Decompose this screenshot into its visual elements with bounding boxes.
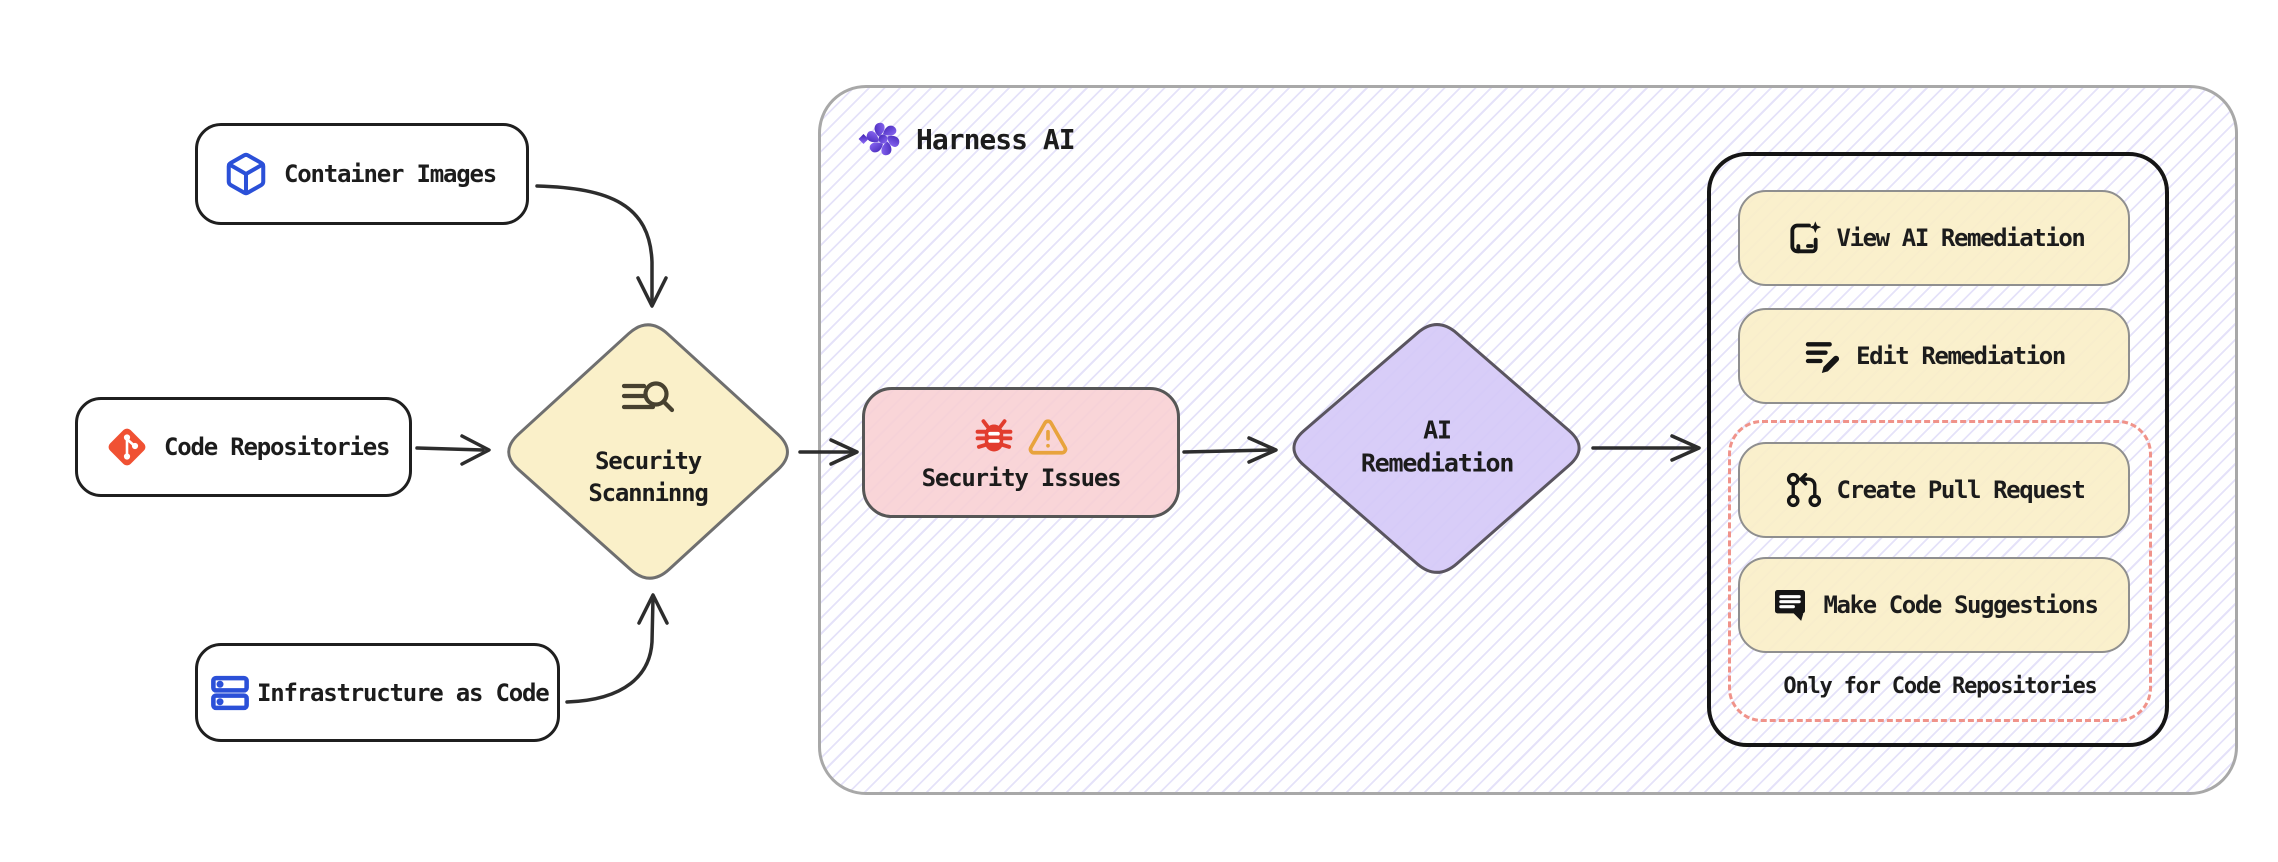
arrow-remediation-to-actions (1591, 434, 1701, 462)
security-scanning-label-line2: Scanninng (588, 479, 708, 507)
button-label: View AI Remediation (1836, 224, 2086, 252)
node-container-images: Container Images (195, 123, 529, 225)
node-label: Code Repositories (164, 433, 390, 461)
book-sparkle-icon (1784, 218, 1824, 258)
node-security-issues: Security Issues (862, 387, 1180, 518)
node-label: Infrastructure as Code (257, 678, 550, 707)
arrow-infrastructure-to-scanning (565, 593, 669, 704)
security-issues-icons (973, 416, 1069, 458)
ai-remediation-label-line1: AI (1423, 415, 1452, 445)
create-pull-request-button: Create Pull Request (1738, 442, 2130, 538)
git-icon (103, 423, 151, 471)
code-repositories-only-note: Only for Code Repositories (1783, 674, 2097, 699)
remediation-actions-panel: View AI Remediation Edit Remediation (1707, 152, 2169, 747)
arrow-issues-to-remediation (1182, 436, 1278, 464)
ai-remediation-label-line2: Remediation (1360, 448, 1515, 478)
security-scanning-diamond (507, 323, 789, 580)
bug-icon (973, 416, 1015, 458)
button-label: Create Pull Request (1836, 476, 2086, 504)
node-infrastructure-as-code: Infrastructure as Code (195, 643, 560, 742)
warning-triangle-icon (1027, 416, 1069, 458)
scan-search-icon (620, 381, 676, 419)
view-ai-remediation-button: View AI Remediation (1738, 190, 2130, 286)
button-label: Make Code Suggestions (1823, 591, 2098, 619)
arrow-code-repositories-to-scanning (415, 434, 491, 466)
message-lines-icon (1770, 585, 1810, 625)
code-repositories-only-group (1728, 420, 2152, 722)
make-code-suggestions-button: Make Code Suggestions (1738, 557, 2130, 653)
harness-ai-header: Harness AI (858, 116, 1076, 162)
server-stack-icon (209, 672, 251, 714)
security-scanning-label-line1: Security (595, 447, 702, 475)
button-label: Edit Remediation (1856, 342, 2066, 370)
harness-logo-icon (858, 116, 904, 162)
arrow-scanning-to-issues (798, 438, 859, 466)
cube-icon (223, 151, 269, 197)
edit-remediation-button: Edit Remediation (1738, 308, 2130, 404)
node-code-repositories: Code Repositories (75, 397, 412, 497)
security-issues-label: Security Issues (921, 463, 1122, 492)
harness-ai-title: Harness AI (916, 122, 1076, 156)
git-pull-request-icon (1784, 470, 1824, 510)
node-label: Container Images (284, 160, 497, 188)
arrow-container-images-to-scanning (535, 184, 668, 308)
ai-remediation-diamond (1292, 323, 1581, 574)
list-pencil-icon (1803, 336, 1843, 376)
